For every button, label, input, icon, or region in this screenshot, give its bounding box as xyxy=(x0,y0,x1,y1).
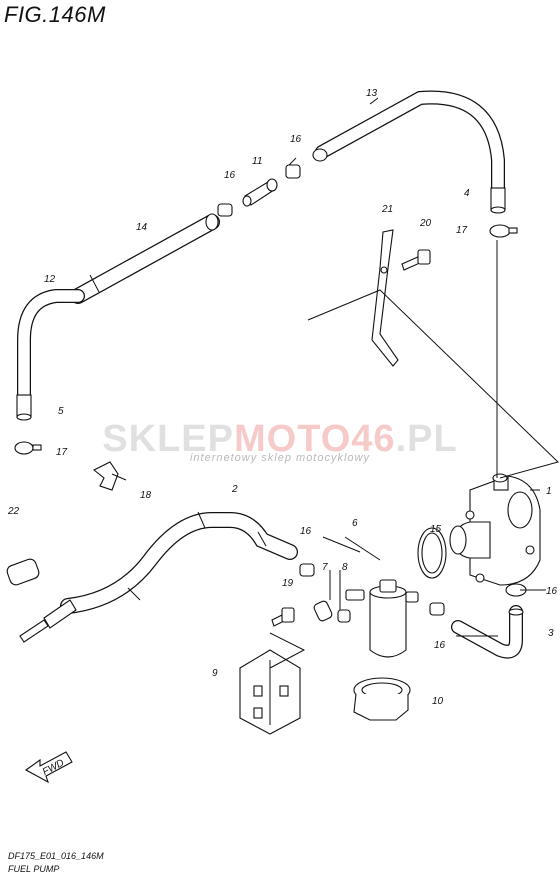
callout-17-a: 17 xyxy=(456,225,468,236)
clip-16-pump-left xyxy=(429,602,445,616)
callout-17-b: 17 xyxy=(56,447,68,458)
hose-2 xyxy=(60,511,298,614)
clip-8 xyxy=(337,609,351,623)
callout-16-e: 16 xyxy=(434,640,446,651)
callout-19: 19 xyxy=(282,578,294,589)
bolt-20 xyxy=(401,249,431,271)
clip-16-left xyxy=(217,203,233,217)
figure-title: FIG.146M xyxy=(4,2,106,27)
callout-22: 22 xyxy=(7,506,20,517)
callout-11: 11 xyxy=(252,156,262,167)
callout-21: 21 xyxy=(381,204,393,215)
callout-5: 5 xyxy=(58,406,64,417)
footer-name: FUEL PUMP xyxy=(8,864,60,874)
callout-14: 14 xyxy=(136,222,148,233)
fwd-arrow-icon: FWD xyxy=(24,751,73,784)
callout-20: 20 xyxy=(419,218,432,229)
clip-16-top xyxy=(285,157,301,179)
clip-18 xyxy=(92,461,127,491)
callout-6: 6 xyxy=(352,518,358,529)
clip-17-left xyxy=(14,441,42,455)
joint-11 xyxy=(242,178,278,207)
hose-3 xyxy=(451,605,524,659)
fwd-label: FWD xyxy=(41,758,66,778)
callout-1: 1 xyxy=(546,486,552,497)
clip-16-filter xyxy=(299,563,315,577)
callout-16-c: 16 xyxy=(300,526,312,537)
clip-17-right xyxy=(489,224,518,238)
callout-16-d: 16 xyxy=(546,586,558,597)
band-10 xyxy=(353,677,411,721)
callout-13: 13 xyxy=(366,88,378,99)
callout-9: 9 xyxy=(212,668,218,679)
fuel-filter-6 xyxy=(345,579,419,658)
footer-code: DF175_E01_016_146M xyxy=(8,851,104,861)
callout-10: 10 xyxy=(432,696,444,707)
callout-16-b: 16 xyxy=(224,170,236,181)
fitting-end-22 xyxy=(6,558,77,643)
hose-12 xyxy=(17,289,85,402)
callout-2: 2 xyxy=(231,484,238,495)
hose-end-4 xyxy=(490,187,506,214)
hose-end-5 xyxy=(16,394,32,421)
fuel-pump-1 xyxy=(449,473,541,586)
callout-4: 4 xyxy=(464,188,470,199)
bracket-9 xyxy=(239,649,301,735)
callout-12: 12 xyxy=(44,274,56,285)
joint-7 xyxy=(313,600,333,622)
bolt-19 xyxy=(271,607,295,627)
bracket-21 xyxy=(371,229,399,367)
callout-18: 18 xyxy=(140,490,152,501)
callout-15: 15 xyxy=(430,524,442,535)
hose-14 xyxy=(70,213,220,304)
callout-8: 8 xyxy=(342,562,348,573)
callout-16-a: 16 xyxy=(290,134,302,145)
leader-lines xyxy=(269,97,559,669)
callout-7: 7 xyxy=(322,562,328,573)
callout-3: 3 xyxy=(548,628,554,639)
hose-13 xyxy=(312,90,505,195)
o-ring-15 xyxy=(417,527,447,579)
